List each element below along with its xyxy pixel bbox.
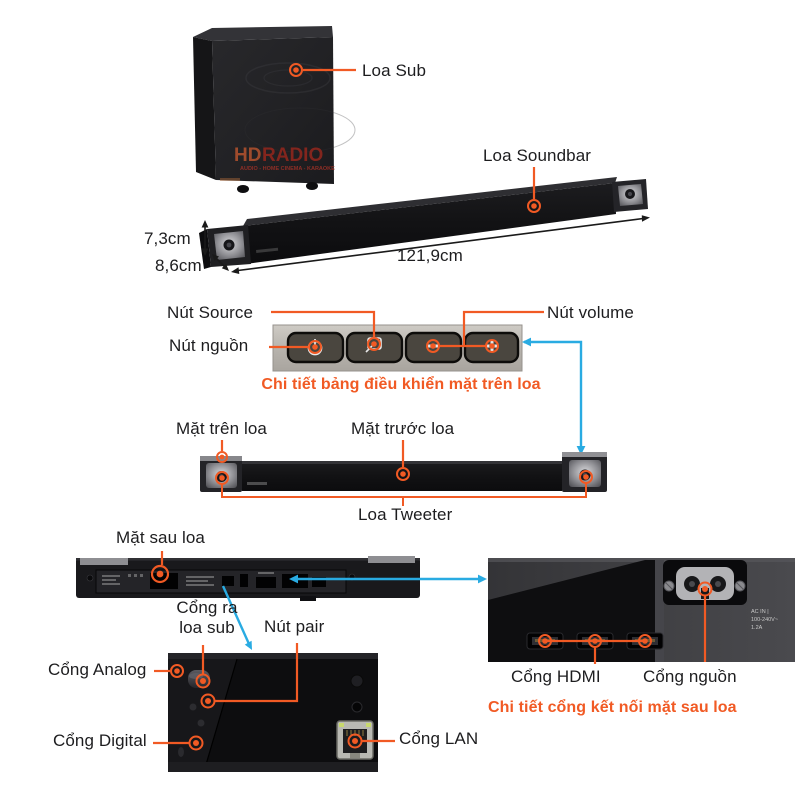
sub-foot — [306, 182, 318, 190]
ports-callouts — [153, 643, 395, 751]
hdradio-watermark: HD RADIO AUDIO - HOME CINEMA - KARAOKE — [234, 145, 335, 172]
loa-soundbar-callout — [527, 167, 541, 213]
label-loa-soundbar: Loa Soundbar — [483, 146, 592, 165]
label-cong-nguon: Cổng nguồn — [643, 667, 737, 686]
soundbar-angled-image — [199, 167, 650, 274]
label-nut-nguon: Nút nguồn — [169, 336, 249, 355]
hdmi-detail-image: AC IN | 100-240V~ 1.2A — [488, 558, 795, 664]
ac-rating-text: AC IN | 100-240V~ 1.2A — [751, 609, 778, 631]
label-dim-length: 121,9cm — [397, 246, 463, 265]
label-dim-height: 7,3cm — [144, 229, 191, 248]
loa-sub-callout — [289, 63, 356, 77]
panel-callouts — [269, 310, 544, 354]
label-nut-pair: Nút pair — [264, 617, 325, 636]
label-mat-tren-loa: Mặt trên loa — [176, 419, 267, 438]
label-cong-lan: Cổng LAN — [399, 729, 479, 748]
rear-detail-arrows — [221, 574, 487, 650]
label-loa-sub: Loa Sub — [362, 61, 427, 80]
ac-text-3: 1.2A — [751, 625, 763, 631]
label-mat-truoc-loa: Mặt trước loa — [351, 419, 455, 438]
label-dim-depth: 8,6cm — [155, 256, 202, 275]
caption-panel-detail: Chi tiết bảng điều khiển mặt trên loa — [261, 376, 541, 393]
front-view-callouts — [215, 440, 593, 506]
ac-text-2: 100-240V~ — [751, 617, 778, 623]
label-cong-analog: Cổng Analog — [48, 660, 147, 679]
watermark-tagline: AUDIO - HOME CINEMA - KARAOKE — [240, 166, 335, 172]
soundbar-front-image — [200, 440, 607, 506]
hdmi-callouts — [538, 581, 713, 664]
subwoofer-image: HD RADIO AUDIO - HOME CINEMA - KARAOKE — [193, 26, 356, 193]
source-icon-arrow — [365, 345, 373, 353]
sub-foot — [237, 185, 249, 193]
label-nut-source: Nút Source — [167, 303, 254, 322]
label-loa-tweeter: Loa Tweeter — [358, 505, 453, 524]
dimension-arrows — [201, 215, 650, 274]
label-mat-sau-loa: Mặt sau loa — [116, 528, 205, 547]
ac-text-1: AC IN | — [751, 609, 769, 615]
watermark-hd: HD — [234, 145, 261, 166]
rear-view-callout — [150, 551, 170, 584]
caption-ports-detail: Chi tiết cổng kết nối mặt sau loa — [488, 699, 737, 716]
panel-connector-arrow — [522, 337, 586, 455]
rear-connector-panel — [95, 569, 347, 594]
label-cong-digital: Cổng Digital — [53, 731, 147, 750]
label-cong-hdmi: Cổng HDMI — [511, 667, 601, 686]
watermark-radio: RADIO — [262, 145, 323, 166]
label-nut-volume: Nút volume — [547, 303, 634, 322]
soundbar-rear-image — [76, 551, 420, 601]
sub-brand-tag — [220, 178, 240, 181]
control-panel-image — [269, 310, 544, 372]
ports-detail-image — [153, 643, 395, 772]
